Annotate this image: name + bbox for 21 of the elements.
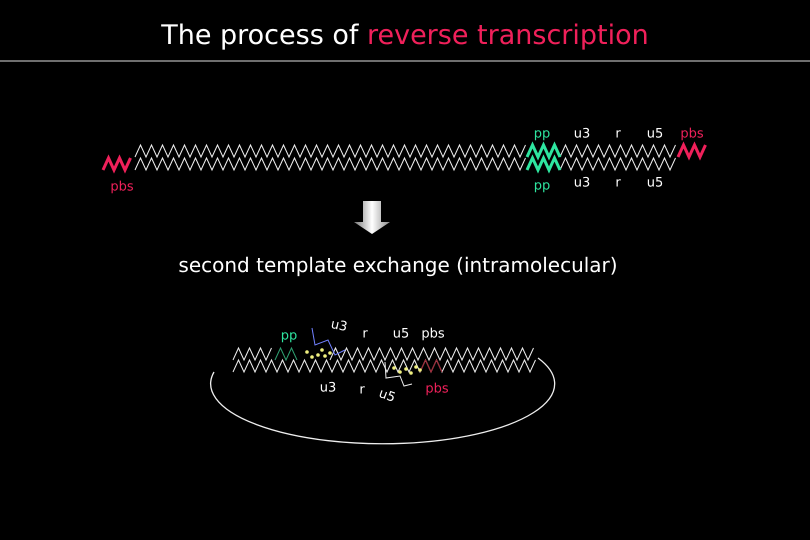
segment-label: pp	[534, 128, 550, 140]
segment-label: r	[362, 328, 368, 340]
segment-label: u3	[330, 318, 348, 334]
title: The process of reverse transcription	[160, 20, 650, 51]
segment-label: pbs	[680, 128, 704, 140]
segment-label: u5	[377, 387, 397, 405]
segment-label: u3	[574, 176, 590, 190]
segment-label: pp	[534, 180, 550, 192]
segment-label: r	[615, 176, 621, 190]
segment-label: u3	[574, 128, 590, 140]
segment-label: u5	[646, 128, 664, 140]
segment-label: pbs	[110, 180, 134, 194]
segment-label: pbs	[425, 382, 449, 396]
segment-label: r	[615, 128, 621, 140]
segment-label: u5	[646, 176, 664, 190]
stage-caption: second template exchange (intramolecular)	[178, 255, 618, 275]
segment-label: r	[359, 384, 365, 396]
segment-label: u5	[392, 328, 410, 340]
segment-label: pbs	[421, 328, 445, 340]
segment-label: u3	[320, 382, 336, 394]
segment-label: pp	[280, 330, 298, 342]
